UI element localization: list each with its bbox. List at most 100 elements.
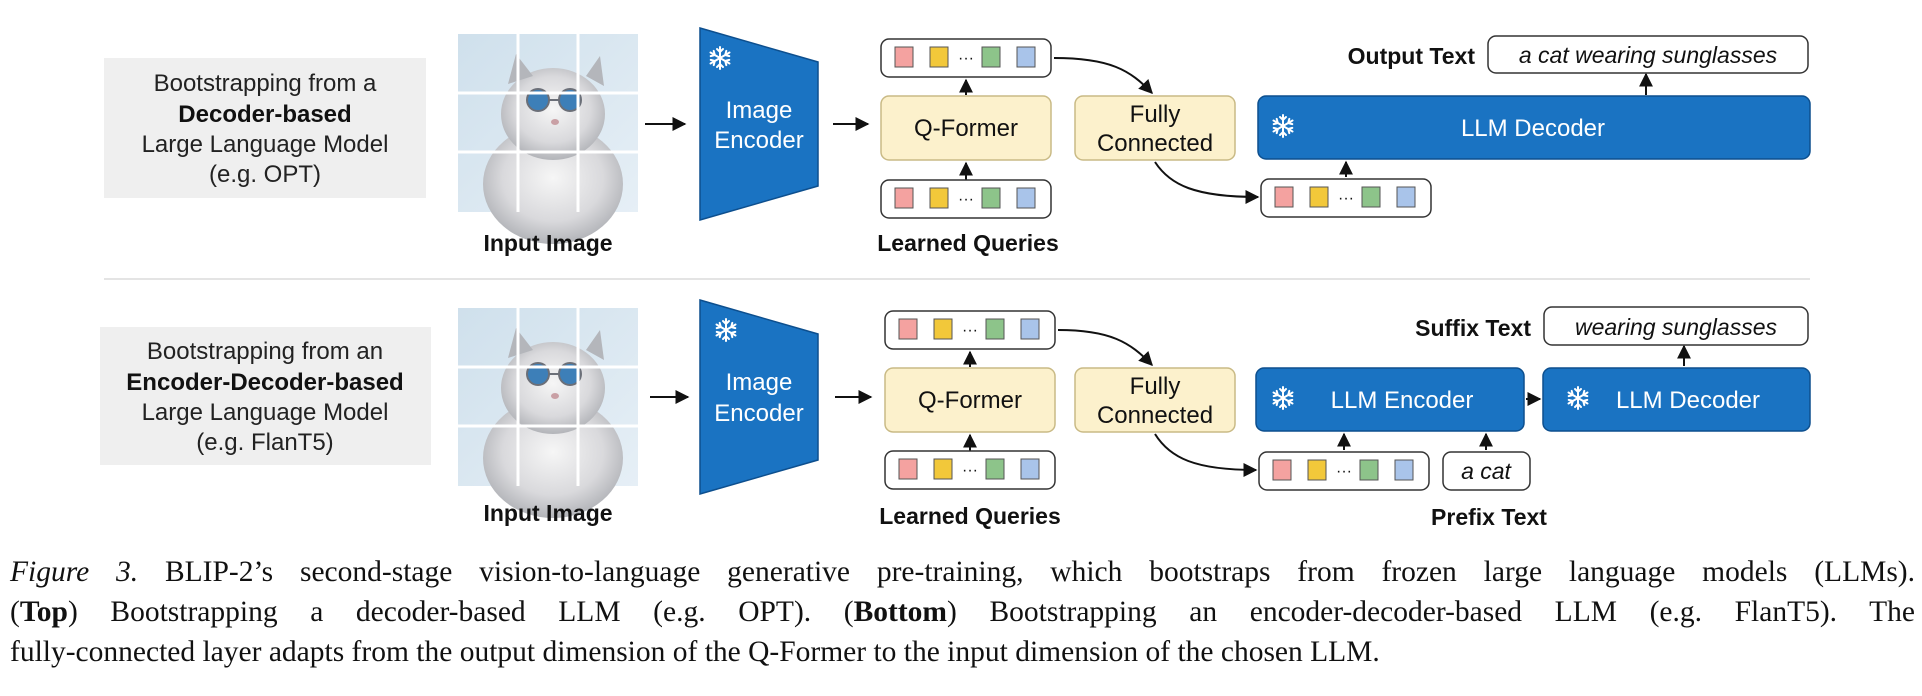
bottom-llm-decoder[interactable]: [1542, 367, 1811, 432]
caption-bottom-bold: Bottom: [853, 596, 948, 628]
top-qformer-label: Q-Former: [914, 115, 1018, 142]
bottom-suffix-text-box: [1543, 306, 1809, 346]
token-yellow: [933, 318, 953, 340]
bottom-qformer-label: Q-Former: [918, 387, 1022, 414]
bottom-title-line-3: Large Language Model: [142, 399, 389, 426]
bottom-arrow-fc-to-soft-prompts: [1154, 433, 1258, 477]
token-yellow: [929, 46, 949, 68]
bottom-title-line-1: Bootstrapping from an: [147, 338, 383, 365]
caption-line-2-c: ) Bootstrapping an encoder-decoder-based…: [947, 596, 1915, 628]
token-blue: [1016, 187, 1036, 209]
top-input-image-label: Input Image: [483, 230, 612, 256]
bottom-qformer-output-tokens: [884, 310, 1056, 350]
top-learned-queries-label: Learned Queries: [877, 230, 1059, 256]
bottom-prefix-text-box: [1442, 451, 1531, 491]
bottom-title-line-4: (e.g. FlanT5): [196, 429, 333, 456]
caption-line-2-b: ) Bootstrapping a decoder-based LLM (e.g…: [67, 596, 854, 628]
top-learned-queries-tokens: [880, 179, 1052, 219]
top-output-text-label: Output Text: [1348, 43, 1476, 69]
bottom-learned-queries-label: Learned Queries: [879, 503, 1061, 529]
top-qformer[interactable]: [880, 95, 1052, 161]
caption-figure-label: Figure 3.: [10, 556, 139, 588]
caption-top-bold: Top: [19, 596, 68, 628]
token-blue: [1016, 46, 1036, 68]
top-output-text-box: [1487, 35, 1809, 74]
token-blue: [1020, 458, 1040, 480]
bottom-llm-decoder-label: LLM Decoder: [1616, 387, 1760, 414]
token-green: [1359, 459, 1379, 481]
bottom-title-panel: [100, 327, 431, 465]
top-title-line-2: Decoder-based: [178, 101, 351, 128]
token-red: [1274, 186, 1294, 208]
diagram-svg: Bootstrapping from a Decoder-based Large…: [100, 27, 1811, 530]
top-input-image: [456, 32, 640, 246]
bottom-qformer[interactable]: [884, 367, 1056, 433]
caption-line-1: Figure 3. BLIP-2’s second-stage vision-t…: [10, 552, 1915, 592]
token-red: [894, 46, 914, 68]
token-red: [898, 318, 918, 340]
top-llm-decoder[interactable]: [1257, 95, 1811, 160]
bottom-fully-connected-label-1: Fully: [1130, 373, 1181, 400]
top-title-line-3: Large Language Model: [142, 131, 389, 158]
caption-line-2-a: (: [10, 596, 20, 628]
token-ellipsis: ···: [1336, 463, 1352, 480]
top-arrow-outputs-to-fc: [1053, 57, 1153, 95]
token-green: [1361, 186, 1381, 208]
caption-line-2: (Top) Bootstrapping a decoder-based LLM …: [10, 592, 1915, 632]
bottom-fully-connected-label-2: Connected: [1097, 402, 1213, 429]
top-image-encoder-label-1: Image: [726, 97, 793, 124]
bottom-llm-encoder-label: LLM Encoder: [1331, 387, 1474, 414]
bottom-input-image: [456, 306, 640, 520]
figure-caption: Figure 3. BLIP-2’s second-stage vision-t…: [10, 552, 1915, 672]
bottom-fully-connected[interactable]: [1074, 367, 1236, 433]
token-red: [898, 458, 918, 480]
token-green: [985, 458, 1005, 480]
bottom-learned-queries-tokens: [884, 450, 1056, 490]
top-fully-connected-label-2: Connected: [1097, 130, 1213, 157]
token-ellipsis: ···: [962, 322, 978, 339]
token-red: [894, 187, 914, 209]
bottom-input-image-label: Input Image: [483, 500, 612, 526]
top-title-line-1: Bootstrapping from a: [154, 70, 377, 97]
top-soft-prompt-tokens: [1260, 178, 1432, 218]
top-fully-connected-label-1: Fully: [1130, 101, 1181, 128]
token-green: [985, 318, 1005, 340]
token-ellipsis: ···: [1338, 190, 1354, 207]
token-yellow: [1309, 186, 1329, 208]
token-green: [981, 187, 1001, 209]
bottom-suffix-text-label: Suffix Text: [1415, 315, 1531, 341]
token-red: [1272, 459, 1292, 481]
top-output-text: a cat wearing sunglasses: [1519, 42, 1778, 68]
top-fully-connected[interactable]: [1074, 95, 1236, 161]
bottom-image-encoder-label-1: Image: [726, 369, 793, 396]
token-ellipsis: ···: [962, 462, 978, 479]
token-blue: [1396, 186, 1416, 208]
top-llm-decoder-label: LLM Decoder: [1461, 115, 1605, 142]
token-yellow: [1307, 459, 1327, 481]
top-image-encoder: [699, 27, 819, 221]
bottom-soft-prompt-tokens: [1258, 451, 1430, 491]
blip2-diagram: Bootstrapping from a Decoder-based Large…: [100, 27, 1811, 530]
bottom-image-encoder-label-2: Encoder: [714, 400, 803, 427]
bottom-arrow-outputs-to-fc: [1057, 329, 1153, 367]
bottom-llm-encoder[interactable]: [1255, 367, 1525, 432]
bottom-image-encoder: [699, 299, 819, 495]
token-ellipsis: ···: [958, 191, 974, 208]
top-qformer-output-tokens: [880, 38, 1052, 78]
top-image-encoder-label-2: Encoder: [714, 127, 803, 154]
bottom-title-line-2: Encoder-Decoder-based: [126, 369, 403, 396]
bottom-prefix-text-label: Prefix Text: [1431, 504, 1547, 530]
bottom-suffix-text: wearing sunglasses: [1575, 314, 1778, 340]
top-arrow-fc-to-soft-prompts: [1154, 161, 1260, 204]
caption-line-3: fully-connected layer adapts from the ou…: [10, 636, 1380, 668]
top-title-panel: [104, 58, 426, 198]
bottom-prefix-text: a cat: [1461, 458, 1512, 484]
top-title-line-4: (e.g. OPT): [209, 161, 321, 188]
token-green: [981, 46, 1001, 68]
caption-line-1-text: BLIP-2’s second-stage vision-to-language…: [138, 556, 1915, 588]
token-ellipsis: ···: [958, 50, 974, 67]
token-blue: [1020, 318, 1040, 340]
token-blue: [1394, 459, 1414, 481]
token-yellow: [929, 187, 949, 209]
token-yellow: [933, 458, 953, 480]
